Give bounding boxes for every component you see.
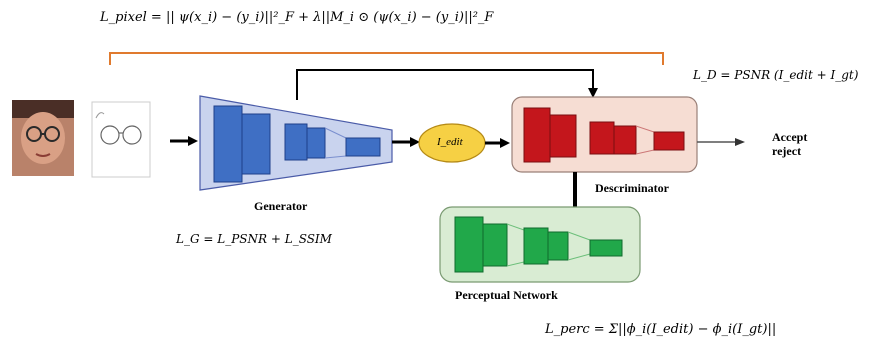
generator-loss-equation: L_G = L_PSNR + L_SSIM	[176, 232, 332, 246]
generator-label: Generator	[254, 199, 308, 213]
discriminator-label: Descriminator	[595, 181, 669, 195]
perceptual-blocks	[454, 216, 623, 273]
pixel-loss-bracket	[109, 52, 664, 65]
input-mask-sketch	[91, 101, 151, 178]
pixel-loss-equation: L_pixel = || ψ(x_i) − (y_i)||²_F + λ||M_…	[100, 10, 494, 25]
edit-node-label: I_edit	[437, 136, 463, 148]
discriminator-blocks	[523, 107, 685, 163]
output-label: Accept reject	[772, 130, 808, 158]
arrow-generator-discriminator-top	[296, 69, 594, 100]
discriminator-loss-equation: L_D = PSNR (I_edit + I_gt)	[693, 68, 859, 82]
perceptual-loss-equation: L_perc = Σ||ϕ_i(I_edit) − ϕ_i(I_gt)||	[545, 322, 777, 337]
input-face-image	[12, 100, 74, 176]
generator-blocks	[213, 105, 381, 183]
perceptual-label: Perceptual Network	[455, 288, 558, 302]
